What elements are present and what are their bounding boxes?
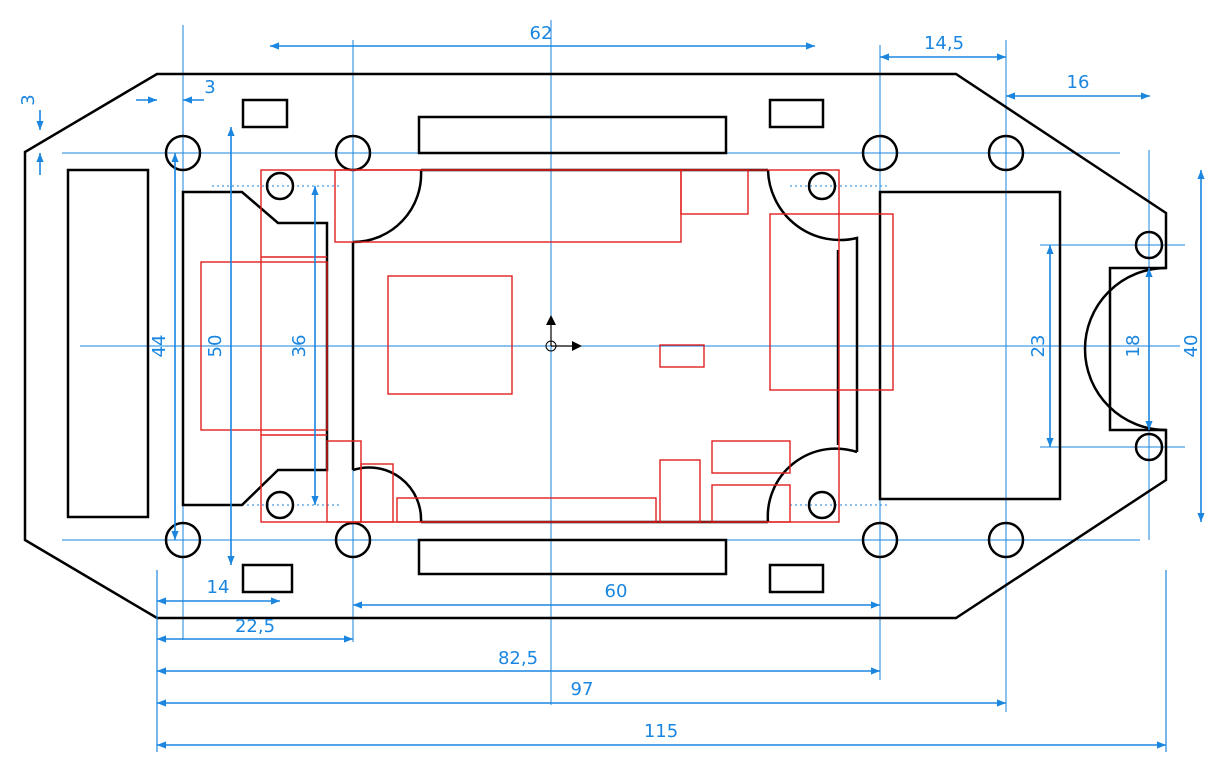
plate-semicircle-cutout	[1083, 266, 1167, 432]
connector	[769, 213, 894, 391]
right-cutout	[878, 190, 1062, 501]
component-outlines	[200, 169, 894, 523]
label-14-5: 14,5	[924, 33, 964, 54]
opening-arc-bottom-left	[352, 466, 423, 523]
label-44: 44	[149, 335, 170, 358]
label-50: 50	[205, 335, 226, 358]
label-36: 36	[289, 335, 310, 358]
label-14: 14	[207, 577, 230, 598]
board-hole	[807, 490, 837, 520]
component	[711, 440, 791, 474]
label-23: 23	[1028, 335, 1049, 358]
header-slot-top	[417, 115, 728, 155]
label-16: 16	[1067, 72, 1090, 93]
slot	[241, 98, 289, 129]
label-3-v: 3	[18, 94, 39, 105]
label-60: 60	[605, 581, 628, 602]
hole	[164, 134, 202, 172]
slots	[66, 98, 1062, 594]
label-22-5: 22,5	[235, 616, 275, 637]
hole	[861, 521, 899, 559]
opening-arc-top-left	[352, 169, 423, 244]
label-82-5: 82,5	[498, 648, 538, 669]
hole	[164, 521, 202, 559]
dimension-lines	[36, 42, 1205, 749]
component	[659, 459, 701, 523]
label-18: 18	[1123, 335, 1144, 358]
header-slot-bottom	[417, 538, 728, 576]
component	[711, 484, 791, 523]
cpu-chip	[387, 275, 513, 395]
board-hole	[265, 490, 295, 520]
hole	[1134, 230, 1164, 260]
component	[659, 344, 705, 368]
component	[680, 169, 749, 215]
slot	[768, 98, 825, 129]
left-long-slot	[66, 168, 150, 519]
hole	[334, 521, 372, 559]
board-hole	[265, 171, 295, 201]
hole	[1134, 432, 1164, 462]
board-hole	[807, 171, 837, 201]
dimension-labels: 62 14,5 16 3 3 44 50 36 23 18 40 14 60 2…	[18, 23, 1202, 742]
label-97: 97	[571, 679, 594, 700]
component	[360, 463, 394, 523]
mounting-holes	[164, 134, 1164, 559]
origin-marker	[545, 315, 582, 352]
label-115: 115	[644, 721, 678, 742]
component	[334, 169, 682, 243]
connector	[200, 261, 328, 431]
hole	[987, 521, 1025, 559]
slot	[241, 563, 294, 594]
hole	[861, 134, 899, 172]
component	[396, 497, 657, 523]
hole	[987, 134, 1025, 172]
label-40: 40	[1181, 335, 1202, 358]
opening-arc-top-right	[766, 169, 859, 452]
component	[326, 440, 362, 523]
label-3-h: 3	[204, 77, 215, 98]
slot	[768, 563, 825, 594]
label-62: 62	[530, 23, 553, 44]
